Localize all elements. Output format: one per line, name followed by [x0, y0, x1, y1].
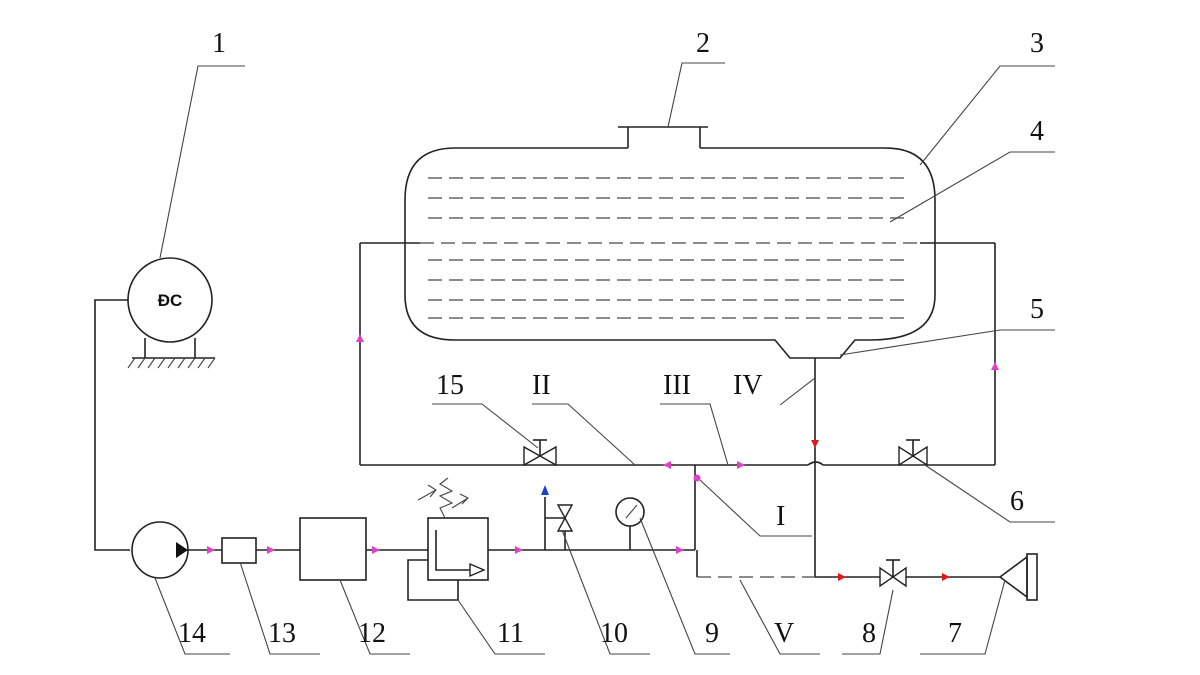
tank: [404, 126, 936, 359]
label-5: 5: [1030, 294, 1044, 325]
label-II: II: [532, 370, 551, 401]
label-9: 9: [705, 618, 719, 649]
component-labels: 1 2 3 4 5 6 7 8 9 10 11 12 13 14 15 I II…: [178, 28, 1044, 649]
unit-12: [299, 517, 367, 581]
pump: [131, 521, 189, 579]
tank-internal-plates: [428, 177, 910, 319]
motor-label: ĐC: [158, 291, 183, 310]
label-V: V: [774, 618, 794, 649]
label-3: 3: [1030, 28, 1044, 59]
label-8: 8: [862, 618, 876, 649]
label-6: 6: [1010, 486, 1024, 517]
flow-arrows: [207, 334, 999, 581]
valve-6: [898, 439, 928, 467]
motor: ĐC: [127, 257, 216, 369]
label-2: 2: [696, 28, 710, 59]
label-12: 12: [358, 618, 386, 649]
filter: [221, 537, 257, 564]
leader-lines: [154, 62, 1055, 655]
valve-15: [523, 439, 557, 467]
label-11: 11: [497, 618, 524, 649]
label-15: 15: [436, 370, 464, 401]
relief-valve: [407, 477, 489, 601]
label-7: 7: [948, 618, 962, 649]
valve-8: [879, 559, 907, 588]
label-I: I: [776, 501, 785, 532]
valve-10: [541, 485, 574, 550]
label-III: III: [663, 370, 691, 401]
label-1: 1: [212, 28, 226, 59]
pressure-gauge: [615, 497, 645, 550]
piping: [94, 242, 1000, 578]
label-4: 4: [1030, 116, 1044, 147]
label-13: 13: [268, 618, 296, 649]
nozzle: [998, 553, 1038, 601]
label-14: 14: [178, 618, 206, 649]
label-10: 10: [600, 618, 628, 649]
label-IV: IV: [733, 370, 763, 401]
